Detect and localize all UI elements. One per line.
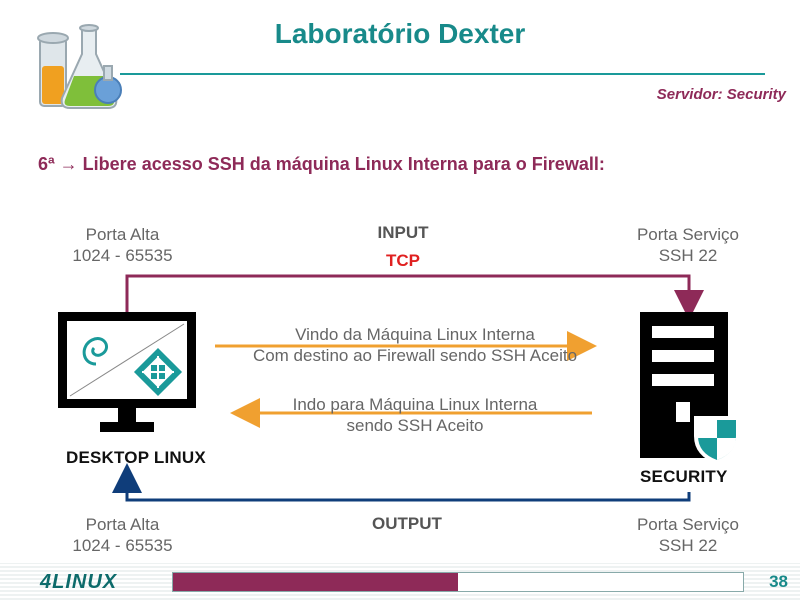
page-number: 38 xyxy=(769,572,788,591)
input-label: INPUT xyxy=(377,223,429,242)
output-path-line xyxy=(112,463,691,502)
left-bottom-line1: Porta Alta xyxy=(85,515,160,534)
title-divider xyxy=(120,73,765,75)
brand-logo: 4LINUX xyxy=(40,571,118,593)
input-path-line xyxy=(125,274,704,320)
flow-out-text: Indo para Máquina Linux Interna sendo SS… xyxy=(200,394,630,436)
lab-logo xyxy=(30,18,130,118)
desktop-linux-caption: DESKTOP LINUX xyxy=(66,448,206,467)
flow-in-line2: Com destino ao Firewall sendo SSH Aceito xyxy=(252,346,578,365)
desktop-linux-icon xyxy=(58,312,198,440)
right-top-port-label: Porta Serviço SSH 22 xyxy=(603,224,773,266)
flow-in-line1: Vindo da Máquina Linux Interna xyxy=(295,325,535,344)
server-subtitle: Servidor: Security xyxy=(656,86,786,103)
task-heading: 6ª → Libere acesso SSH da máquina Linux … xyxy=(38,154,605,174)
footer-progress-fill xyxy=(173,573,458,591)
security-server-icon xyxy=(636,312,744,464)
protocol-label: TCP xyxy=(386,251,420,270)
security-caption: SECURITY xyxy=(640,467,728,486)
left-bottom-port-label: Porta Alta 1024 - 65535 xyxy=(40,514,205,556)
left-top-line2: 1024 - 65535 xyxy=(72,246,173,265)
right-top-line1: Porta Serviço xyxy=(636,225,740,244)
left-top-port-label: Porta Alta 1024 - 65535 xyxy=(40,224,205,266)
output-label: OUTPUT xyxy=(372,514,442,533)
footer-progress-track xyxy=(172,572,744,592)
right-bottom-line2: SSH 22 xyxy=(658,536,718,555)
left-bottom-line2: 1024 - 65535 xyxy=(72,536,173,555)
flask-icon xyxy=(37,24,122,109)
right-bottom-port-label: Porta Serviço SSH 22 xyxy=(603,514,773,556)
flow-out-line1: Indo para Máquina Linux Interna xyxy=(292,395,538,414)
flow-out-line2: sendo SSH Aceito xyxy=(346,416,484,435)
right-top-line2: SSH 22 xyxy=(658,246,718,265)
right-bottom-line1: Porta Serviço xyxy=(636,515,740,534)
page-title: Laboratório Dexter xyxy=(274,18,526,49)
left-top-line1: Porta Alta xyxy=(85,225,160,244)
flow-in-text: Vindo da Máquina Linux Interna Com desti… xyxy=(200,324,630,366)
